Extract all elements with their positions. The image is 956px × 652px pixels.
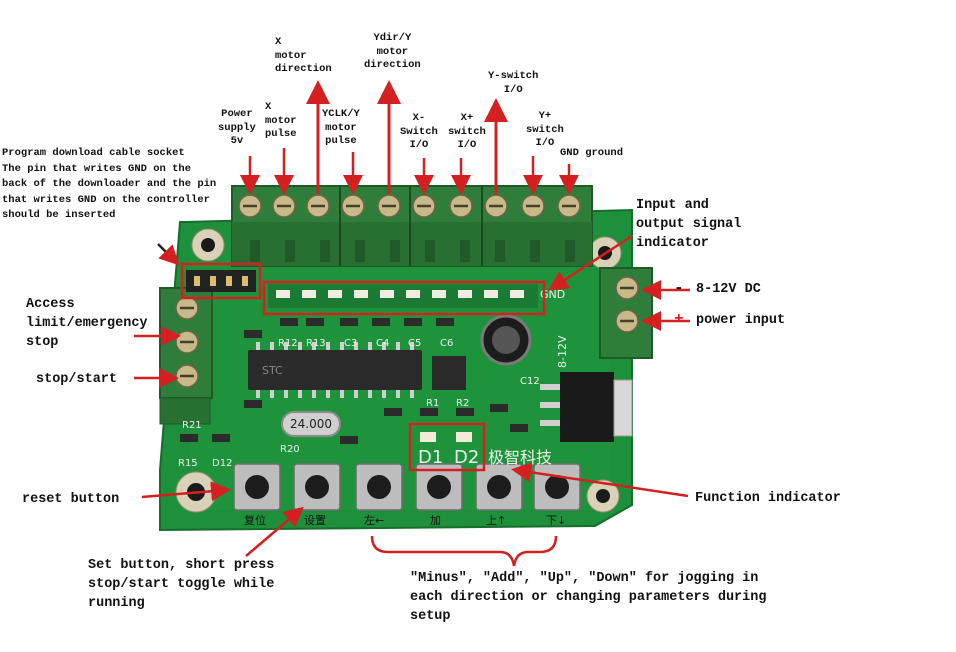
box-program-header [180, 262, 262, 300]
label-io-indicator: Input and output signal indicator [636, 198, 742, 251]
label-gnd-ground: GND ground [560, 147, 624, 159]
label-ydir-motor-direction: Ydir/Y motor direction [364, 32, 421, 71]
silk-power: 8-12V [556, 335, 569, 368]
silk-set: 设置 [304, 514, 326, 527]
label-set-button: Set button, short press stop/start toggl… [88, 558, 275, 611]
silk-r2: R2 [456, 398, 469, 409]
silk-r21: R21 [182, 420, 202, 431]
electrolytic-capacitor [480, 314, 532, 366]
silk-crystal: 24.000 [290, 417, 332, 431]
label-x-minus-switch: X- Switch I/O [400, 112, 438, 151]
label-x-plus-switch: X+ switch I/O [448, 112, 486, 151]
io-led-row [268, 284, 538, 308]
silk-reset: 复位 [244, 513, 266, 527]
arrow-io-indicator [547, 234, 633, 291]
silk-c4: C4 [376, 338, 389, 349]
label-function-indicator: Function indicator [695, 491, 841, 506]
label-dc-range: 8-12V DC [696, 282, 761, 297]
label-y-switch: Y-switch I/O [488, 70, 539, 96]
box-function-leds [408, 422, 486, 472]
silk-add: 加 [430, 514, 441, 527]
silk-chip: STC [262, 364, 283, 377]
silk-gnd: GND [540, 288, 565, 301]
silk-up: 上↑ [486, 514, 506, 527]
microcontroller-chip [248, 342, 422, 398]
label-power-input: power input [696, 313, 786, 328]
silk-c5: C5 [408, 338, 421, 349]
arrow-reset [141, 481, 231, 502]
smd-components [180, 318, 528, 444]
box-led-row [262, 280, 546, 316]
label-dc-minus: - [674, 279, 684, 297]
label-x-motor-direction: X motor direction [275, 36, 332, 75]
label-access-limit: Access limit/emergency stop [26, 297, 148, 350]
label-reset-button: reset button [22, 492, 120, 507]
top-terminal-screws [238, 194, 581, 218]
label-power-supply: Power supply 5v [218, 108, 256, 147]
silk-d1: D1 [418, 447, 443, 468]
arrow-function-indicator [511, 462, 689, 498]
silk-r12: R12 [278, 338, 298, 349]
label-stop-start: stop/start [36, 372, 118, 387]
silk-r20: R20 [280, 444, 300, 455]
silk-c6: C6 [440, 338, 453, 349]
silk-d2: D2 [454, 447, 479, 468]
label-yclk-motor-pulse: YCLK/Y motor pulse [322, 108, 360, 147]
silk-brand: 极智科技 [488, 448, 552, 467]
silk-r1: R1 [426, 398, 439, 409]
silk-r13: R13 [306, 338, 326, 349]
silk-down: 下↓ [546, 514, 566, 527]
label-dc-plus: + [674, 310, 684, 328]
secondary-chip [432, 356, 466, 390]
label-program-cable: Program download cable socket The pin th… [2, 147, 217, 221]
function-leds [420, 432, 472, 442]
brace-jog-buttons [370, 535, 558, 567]
program-header [186, 270, 256, 292]
silk-r15: R15 [178, 458, 198, 469]
label-jog-buttons: "Minus", "Add", "Up", "Down" for jogging… [410, 571, 767, 624]
label-x-motor-pulse: X motor pulse [265, 101, 297, 140]
crystal-oscillator [281, 411, 341, 437]
silk-d12: D12 [212, 458, 232, 469]
silk-left: 左← [364, 514, 384, 527]
arrow-set [245, 506, 304, 557]
label-y-plus-switch: Y+ switch I/O [526, 110, 564, 149]
silk-c3: C3 [344, 338, 357, 349]
voltage-regulator [540, 372, 633, 442]
silk-c12: C12 [520, 376, 540, 387]
arrow-program-cable [157, 243, 180, 266]
